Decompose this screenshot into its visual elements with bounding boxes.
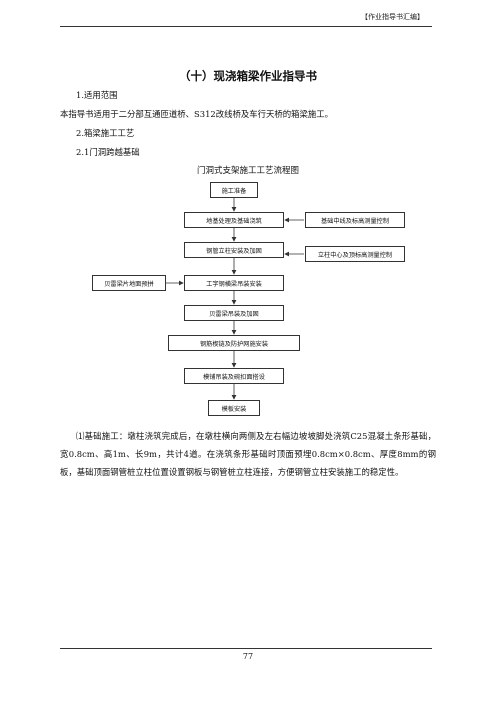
flow-step-6: 钢筋楔链及防护网施安装 [168, 335, 300, 351]
page-number: 77 [242, 652, 254, 661]
flow-side-left-1: 贝雷梁片地面预拼 [92, 275, 166, 291]
flow-step-8: 模板安装 [208, 400, 260, 416]
flow-step-1: 施工准备 [210, 182, 258, 198]
section-1-body: 本指导书适用于二分部互通匝道桥、S312改线桥及车行天桥的箱梁施工。 [60, 109, 333, 119]
header-rule [60, 26, 432, 27]
flow-step-7: 模铺吊装及碗扣面搭设 [184, 368, 284, 384]
footer-rule [60, 648, 432, 649]
flow-side-right-2: 立柱中心及顶标高测量控制 [305, 246, 405, 262]
flow-side-right-1: 基础中线及标高测量控制 [305, 212, 405, 228]
flow-step-2: 地基处理及基础浇筑 [184, 212, 284, 228]
section-1-heading: 1.适用范围 [76, 90, 118, 100]
section-2-1-heading: 2.1门洞跨越基础 [76, 147, 140, 157]
flowchart-title: 门洞式支架施工工艺流程图 [196, 166, 299, 176]
section-2-heading: 2.箱梁施工工艺 [76, 128, 135, 138]
doc-title: （十）现浇箱梁作业指导书 [179, 69, 317, 83]
flow-step-5: 贝雷梁吊装及加固 [184, 305, 284, 321]
body-paragraph: ⑴基础施工：墩柱浇筑完成后，在墩柱横向两侧及左右幅边坡坡脚处浇筑C25混凝土条形… [60, 431, 436, 478]
page-header: 【作业指导书汇编】 [361, 13, 424, 21]
flow-step-3: 钢管立柱安装及加固 [184, 242, 284, 258]
flow-step-4: 工字钢横梁吊装安装 [184, 275, 284, 291]
